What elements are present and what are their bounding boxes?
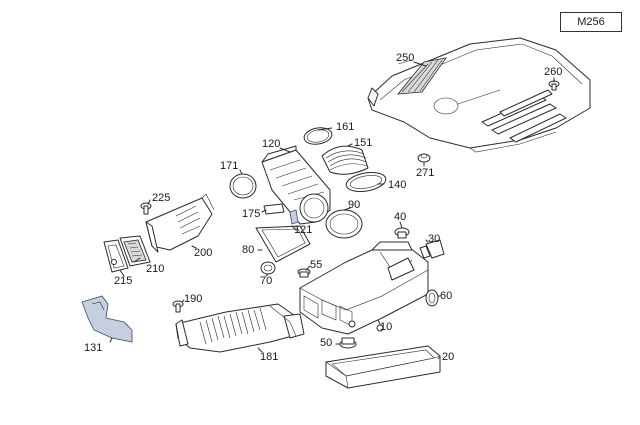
part-label-225: 225 [152,192,171,204]
bolt-190 [172,300,184,313]
part-label-181: 181 [260,351,279,363]
clip-121 [289,209,299,225]
intake-hose-120 [261,145,331,225]
part-label-271: 271 [416,167,435,179]
seal-ring-90 [325,209,363,239]
part-label-30: 30 [428,233,441,245]
grommet-70 [260,261,276,275]
part-label-140: 140 [388,179,407,191]
sensor-30 [419,239,445,259]
part-label-60: 60 [440,290,453,302]
part-label-55: 55 [310,259,323,271]
part-label-250: 250 [396,52,415,64]
grommet-271 [417,153,431,163]
part-label-50: 50 [320,337,333,349]
model-code-box: M256 [560,12,622,32]
part-label-171: 171 [220,160,239,172]
air-filter-housing-10 [299,241,429,335]
part-label-121: 121 [294,224,313,236]
clamp-ring-161 [303,127,333,145]
part-label-151: 151 [354,137,373,149]
part-label-161: 161 [336,121,355,133]
frame-210 [119,235,151,267]
part-label-131: 131 [84,342,103,354]
air-duct-200 [145,193,215,253]
leader-lines [109,61,555,359]
model-code: M256 [577,16,605,28]
seal-ring-140 [345,171,387,193]
part-label-10: 10 [380,321,393,333]
part-label-190: 190 [184,293,203,305]
grommet-55 [297,268,311,278]
part-label-200: 200 [194,247,213,259]
part-label-20: 20 [442,351,455,363]
part-label-90: 90 [348,199,361,211]
part-label-70: 70 [260,275,273,287]
pad-175 [263,203,285,215]
frame-215 [103,239,129,273]
part-label-120: 120 [262,138,281,150]
grommet-40 [394,227,410,239]
part-label-210: 210 [146,263,165,275]
seal-ring-60 [425,289,439,307]
bracket-131 [81,295,133,343]
air-filter-element-20 [325,345,441,389]
part-label-215: 215 [114,275,133,287]
part-label-80: 80 [242,244,255,256]
seal-ring-171 [229,173,257,199]
part-label-40: 40 [394,211,407,223]
part-label-175: 175 [242,208,261,220]
bolt-225 [140,202,152,215]
gasket-80 [255,225,311,263]
intake-duct-181 [175,303,305,353]
grommet-50 [339,337,357,349]
bellow-hose-151 [321,145,369,175]
part-label-260: 260 [544,66,563,78]
